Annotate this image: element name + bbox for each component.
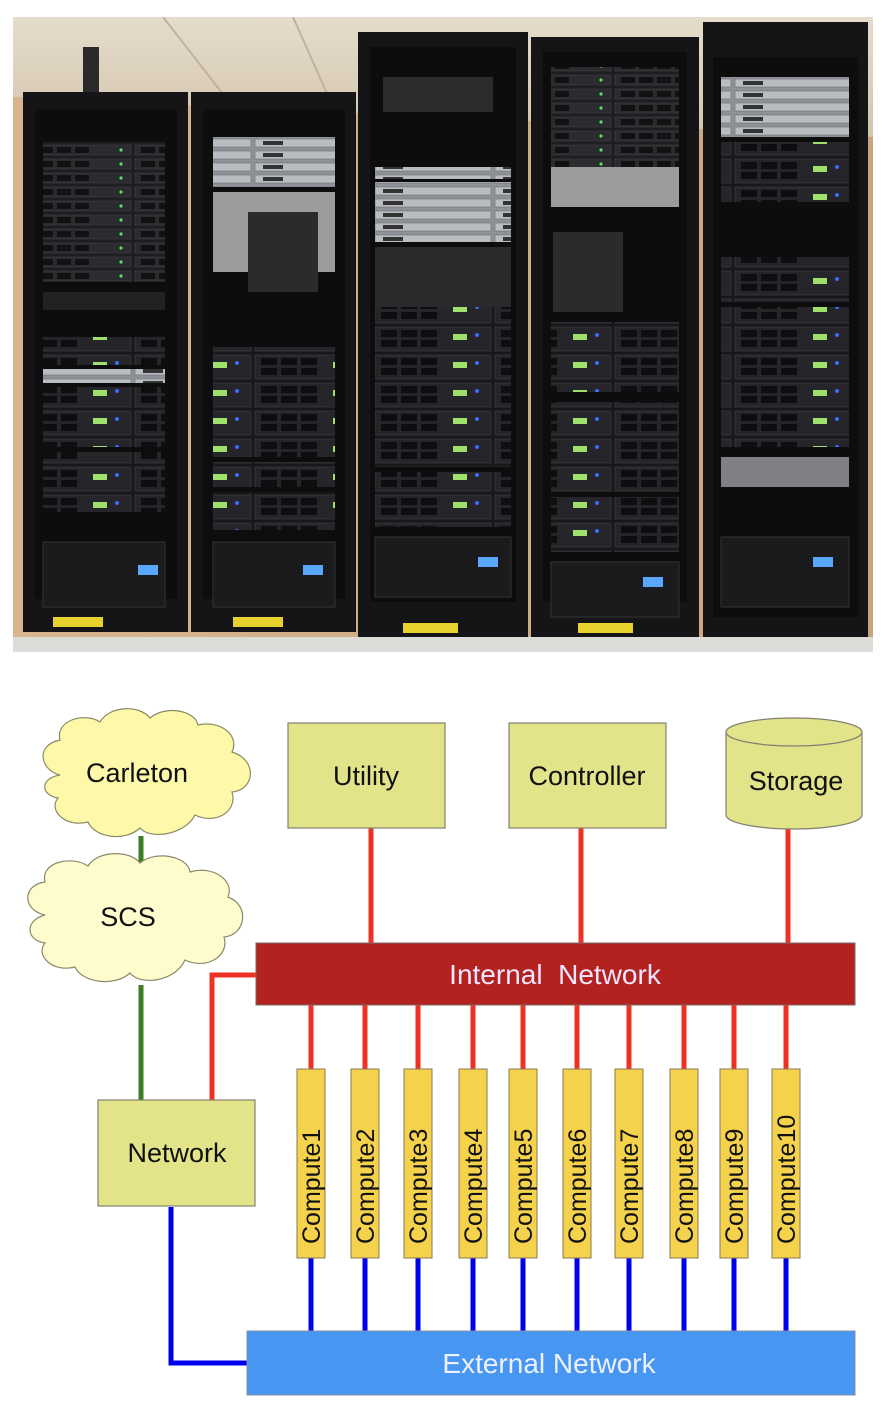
compute-node: Compute7 <box>614 1068 644 1259</box>
compute-node: Compute1 <box>296 1068 326 1259</box>
compute-label: Compute2 <box>352 1129 380 1244</box>
rack-4 <box>531 37 699 637</box>
compute-node: Compute10 <box>771 1068 801 1259</box>
external-network-bus: External Network <box>246 1330 856 1396</box>
compute-box <box>669 1068 699 1259</box>
compute-node: Compute2 <box>350 1068 380 1259</box>
compute-box <box>719 1068 749 1259</box>
compute-box <box>458 1068 488 1259</box>
compute-node: Compute6 <box>562 1068 592 1259</box>
compute-node: Compute5 <box>508 1068 538 1259</box>
internal-network-bus: Internal Network <box>255 942 856 1006</box>
rack-1 <box>23 92 188 632</box>
scs-label: SCS <box>100 902 156 932</box>
compute-box <box>296 1068 326 1259</box>
network-external-link <box>168 1207 247 1366</box>
compute-label: Compute7 <box>616 1129 644 1244</box>
network-label: Network <box>127 1138 227 1168</box>
compute-label: Compute5 <box>510 1129 538 1244</box>
utility-node: Utility <box>287 722 446 829</box>
external-network-label: External Network <box>442 1348 656 1379</box>
compute-nodes: Compute1 Compute2 Compute3 Compute4 Compute5… <box>296 1068 801 1259</box>
scs-cloud: SCS <box>27 853 244 983</box>
compute-box <box>562 1068 592 1259</box>
compute-label: Compute3 <box>405 1129 433 1244</box>
compute-label: Compute1 <box>298 1129 326 1244</box>
rack-3 <box>358 32 528 637</box>
compute-box <box>614 1068 644 1259</box>
compute-node: Compute8 <box>669 1068 699 1259</box>
compute-node: Compute4 <box>458 1068 488 1259</box>
compute-box <box>350 1068 380 1259</box>
compute-label: Compute8 <box>671 1129 699 1244</box>
controller-node: Controller <box>508 722 667 829</box>
network-node: Network <box>97 1099 256 1207</box>
carleton-cloud: Carleton <box>42 708 251 838</box>
carleton-label: Carleton <box>86 758 188 788</box>
compute-box <box>403 1068 433 1259</box>
internal-network-label: Internal Network <box>449 959 662 990</box>
compute-node: Compute9 <box>719 1068 749 1259</box>
server-racks-photo <box>13 17 873 652</box>
compute-label: Compute10 <box>773 1115 801 1244</box>
network-internal-link <box>209 972 256 1100</box>
compute-node: Compute3 <box>403 1068 433 1259</box>
internal-links <box>209 827 791 1100</box>
rack-5 <box>703 22 868 637</box>
compute-box <box>771 1068 801 1259</box>
controller-label: Controller <box>528 761 645 791</box>
compute-label: Compute6 <box>564 1129 592 1244</box>
compute-label: Compute4 <box>460 1129 488 1244</box>
utility-label: Utility <box>333 761 399 791</box>
rack-2 <box>191 92 356 632</box>
compute-label: Compute9 <box>721 1129 749 1244</box>
storage-node: Storage <box>725 717 863 830</box>
storage-label: Storage <box>749 766 844 796</box>
compute-box <box>508 1068 538 1259</box>
